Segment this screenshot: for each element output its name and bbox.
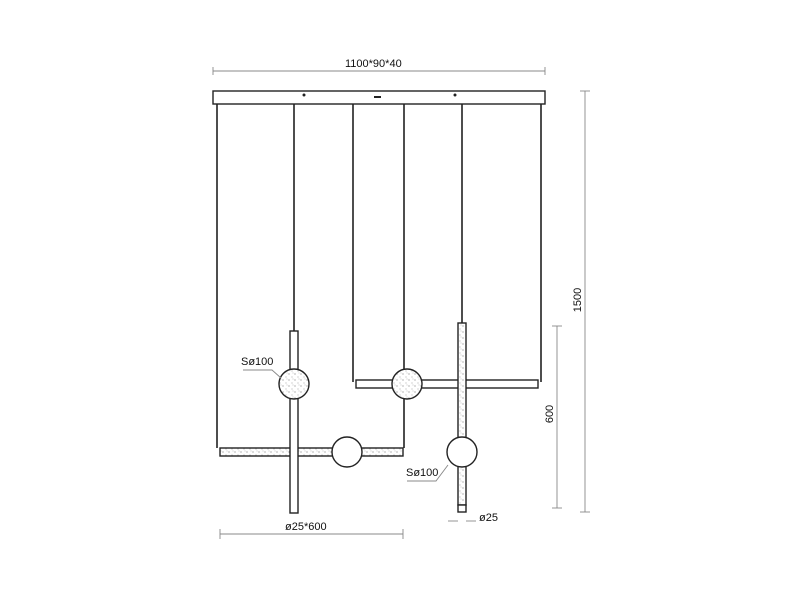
rod-height-dimension-line [552,325,562,509]
horizontal-rod-dimension-line [219,529,404,539]
left-sphere-label: Sø100 [241,356,274,368]
left-vertical-rod [289,330,299,514]
right-plain-sphere [446,436,478,468]
total-height-label: 1500 [572,287,585,313]
right-textured-sphere [391,368,423,400]
suspension-wires [216,104,542,448]
rod-diameter-label: ø25 [479,512,498,524]
rod-height-label: 600 [544,404,557,424]
right-horizontal-rod [355,379,539,389]
canopy-dimension-line [212,67,546,75]
left-horizontal-rod [219,447,404,457]
horizontal-rod-label: ø25*600 [285,521,327,533]
right-vertical-rod [457,322,467,506]
total-height-dimension-line [580,90,590,513]
left-plain-sphere [331,436,363,468]
left-textured-sphere [278,368,310,400]
right-sphere-label: Sø100 [406,467,439,479]
canopy-dimension-label: 1100*90*40 [345,58,402,70]
